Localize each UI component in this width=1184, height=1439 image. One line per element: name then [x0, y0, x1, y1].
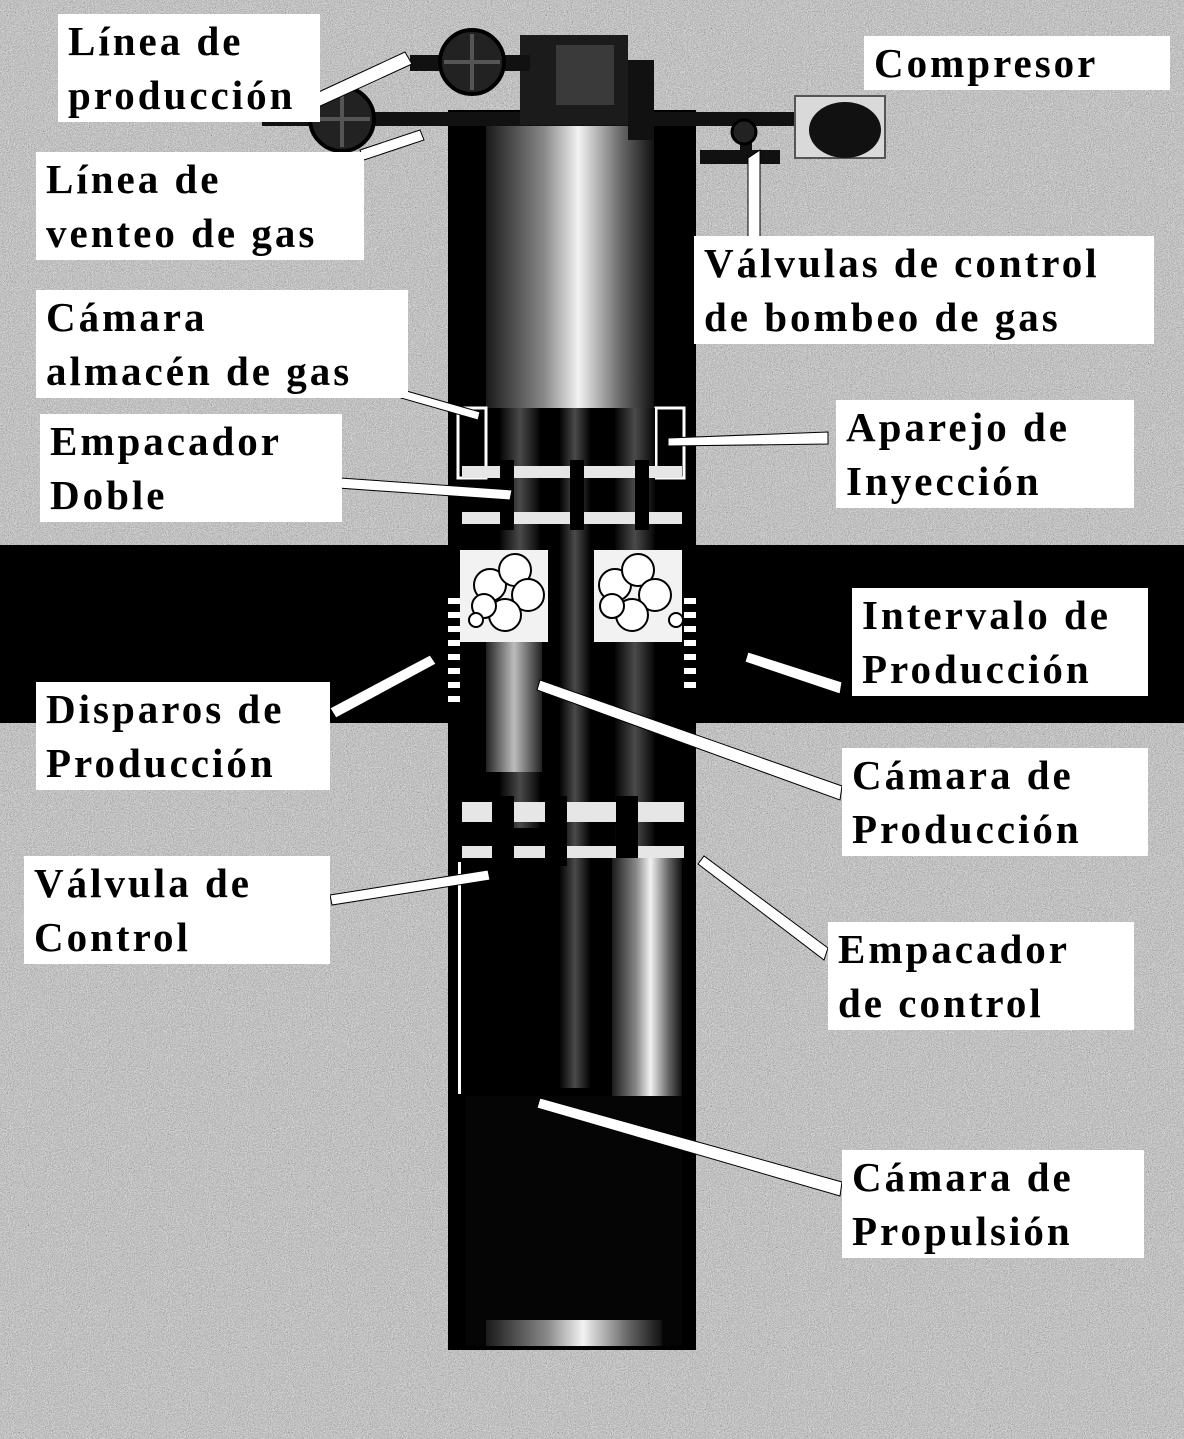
label-linea-produccion-line1: Línea de: [68, 18, 244, 64]
gas-storage-chamber: [486, 120, 654, 408]
label-empacador-doble: Empacador Doble: [40, 414, 342, 522]
label-linea-venteo-line2: venteo de gas: [46, 210, 318, 256]
label-camara-propulsion: Cámara de Propulsión: [842, 1150, 1144, 1258]
label-disparos: Disparos de Producción: [36, 682, 330, 790]
label-camara-produccion-line1: Cámara de: [852, 752, 1074, 798]
label-intervalo: Intervalo de Producción: [852, 588, 1148, 696]
label-linea-venteo-line1: Línea de: [46, 156, 222, 202]
label-valvula-control: Válvula de Control: [24, 856, 330, 964]
label-intervalo-line2: Producción: [862, 646, 1092, 692]
label-aparejo-line2: Inyección: [846, 458, 1042, 504]
label-disparos-line2: Producción: [46, 740, 276, 786]
production-chamber: [486, 642, 542, 772]
label-camara-almacen-line2: almacén de gas: [46, 348, 353, 394]
compressor-icon: [809, 102, 881, 158]
label-camara-propulsion-line2: Propulsión: [852, 1208, 1073, 1254]
control-valve-icon: [730, 118, 758, 146]
gas-pump-line: [698, 112, 802, 126]
casing-bottom: [486, 1320, 662, 1346]
label-linea-produccion: Línea de producción: [58, 14, 320, 122]
label-valvulas-bombeo-line2: de bombeo de gas: [704, 294, 1061, 340]
gas-bubble-right: [598, 553, 672, 632]
label-empacador-control-line2: de control: [838, 980, 1044, 1026]
lower-tubing: [612, 858, 682, 1096]
label-intervalo-line1: Intervalo de: [862, 592, 1111, 638]
label-camara-almacen: Cámara almacén de gas: [36, 290, 408, 398]
label-empacador-doble-line2: Doble: [50, 472, 168, 518]
label-empacador-doble-line1: Empacador: [50, 418, 282, 464]
production-perforations: [448, 598, 696, 702]
label-valvulas-bombeo: Válvulas de control de bombeo de gas: [694, 236, 1154, 344]
label-compresor: Compresor: [864, 36, 1170, 90]
label-aparejo-line1: Aparejo de: [846, 404, 1070, 450]
label-empacador-control-line1: Empacador: [838, 926, 1070, 972]
label-linea-venteo: Línea de venteo de gas: [36, 152, 364, 260]
label-valvula-control-line1: Válvula de: [34, 860, 252, 906]
label-linea-produccion-line2: producción: [68, 72, 296, 118]
label-disparos-line1: Disparos de: [46, 686, 285, 732]
label-valvulas-bombeo-line1: Válvulas de control: [704, 240, 1100, 286]
label-camara-propulsion-line1: Cámara de: [852, 1154, 1074, 1200]
label-camara-produccion-line2: Producción: [852, 806, 1082, 852]
label-camara-produccion: Cámara de Producción: [842, 748, 1148, 856]
label-camara-almacen-line1: Cámara: [46, 294, 208, 340]
label-compresor-line1: Compresor: [874, 40, 1099, 86]
label-valvula-control-line2: Control: [34, 914, 191, 960]
label-aparejo: Aparejo de Inyección: [836, 400, 1134, 508]
gas-bubble-left: [471, 553, 545, 632]
label-empacador-control: Empacador de control: [828, 922, 1134, 1030]
wellhead-riser: [628, 60, 654, 140]
